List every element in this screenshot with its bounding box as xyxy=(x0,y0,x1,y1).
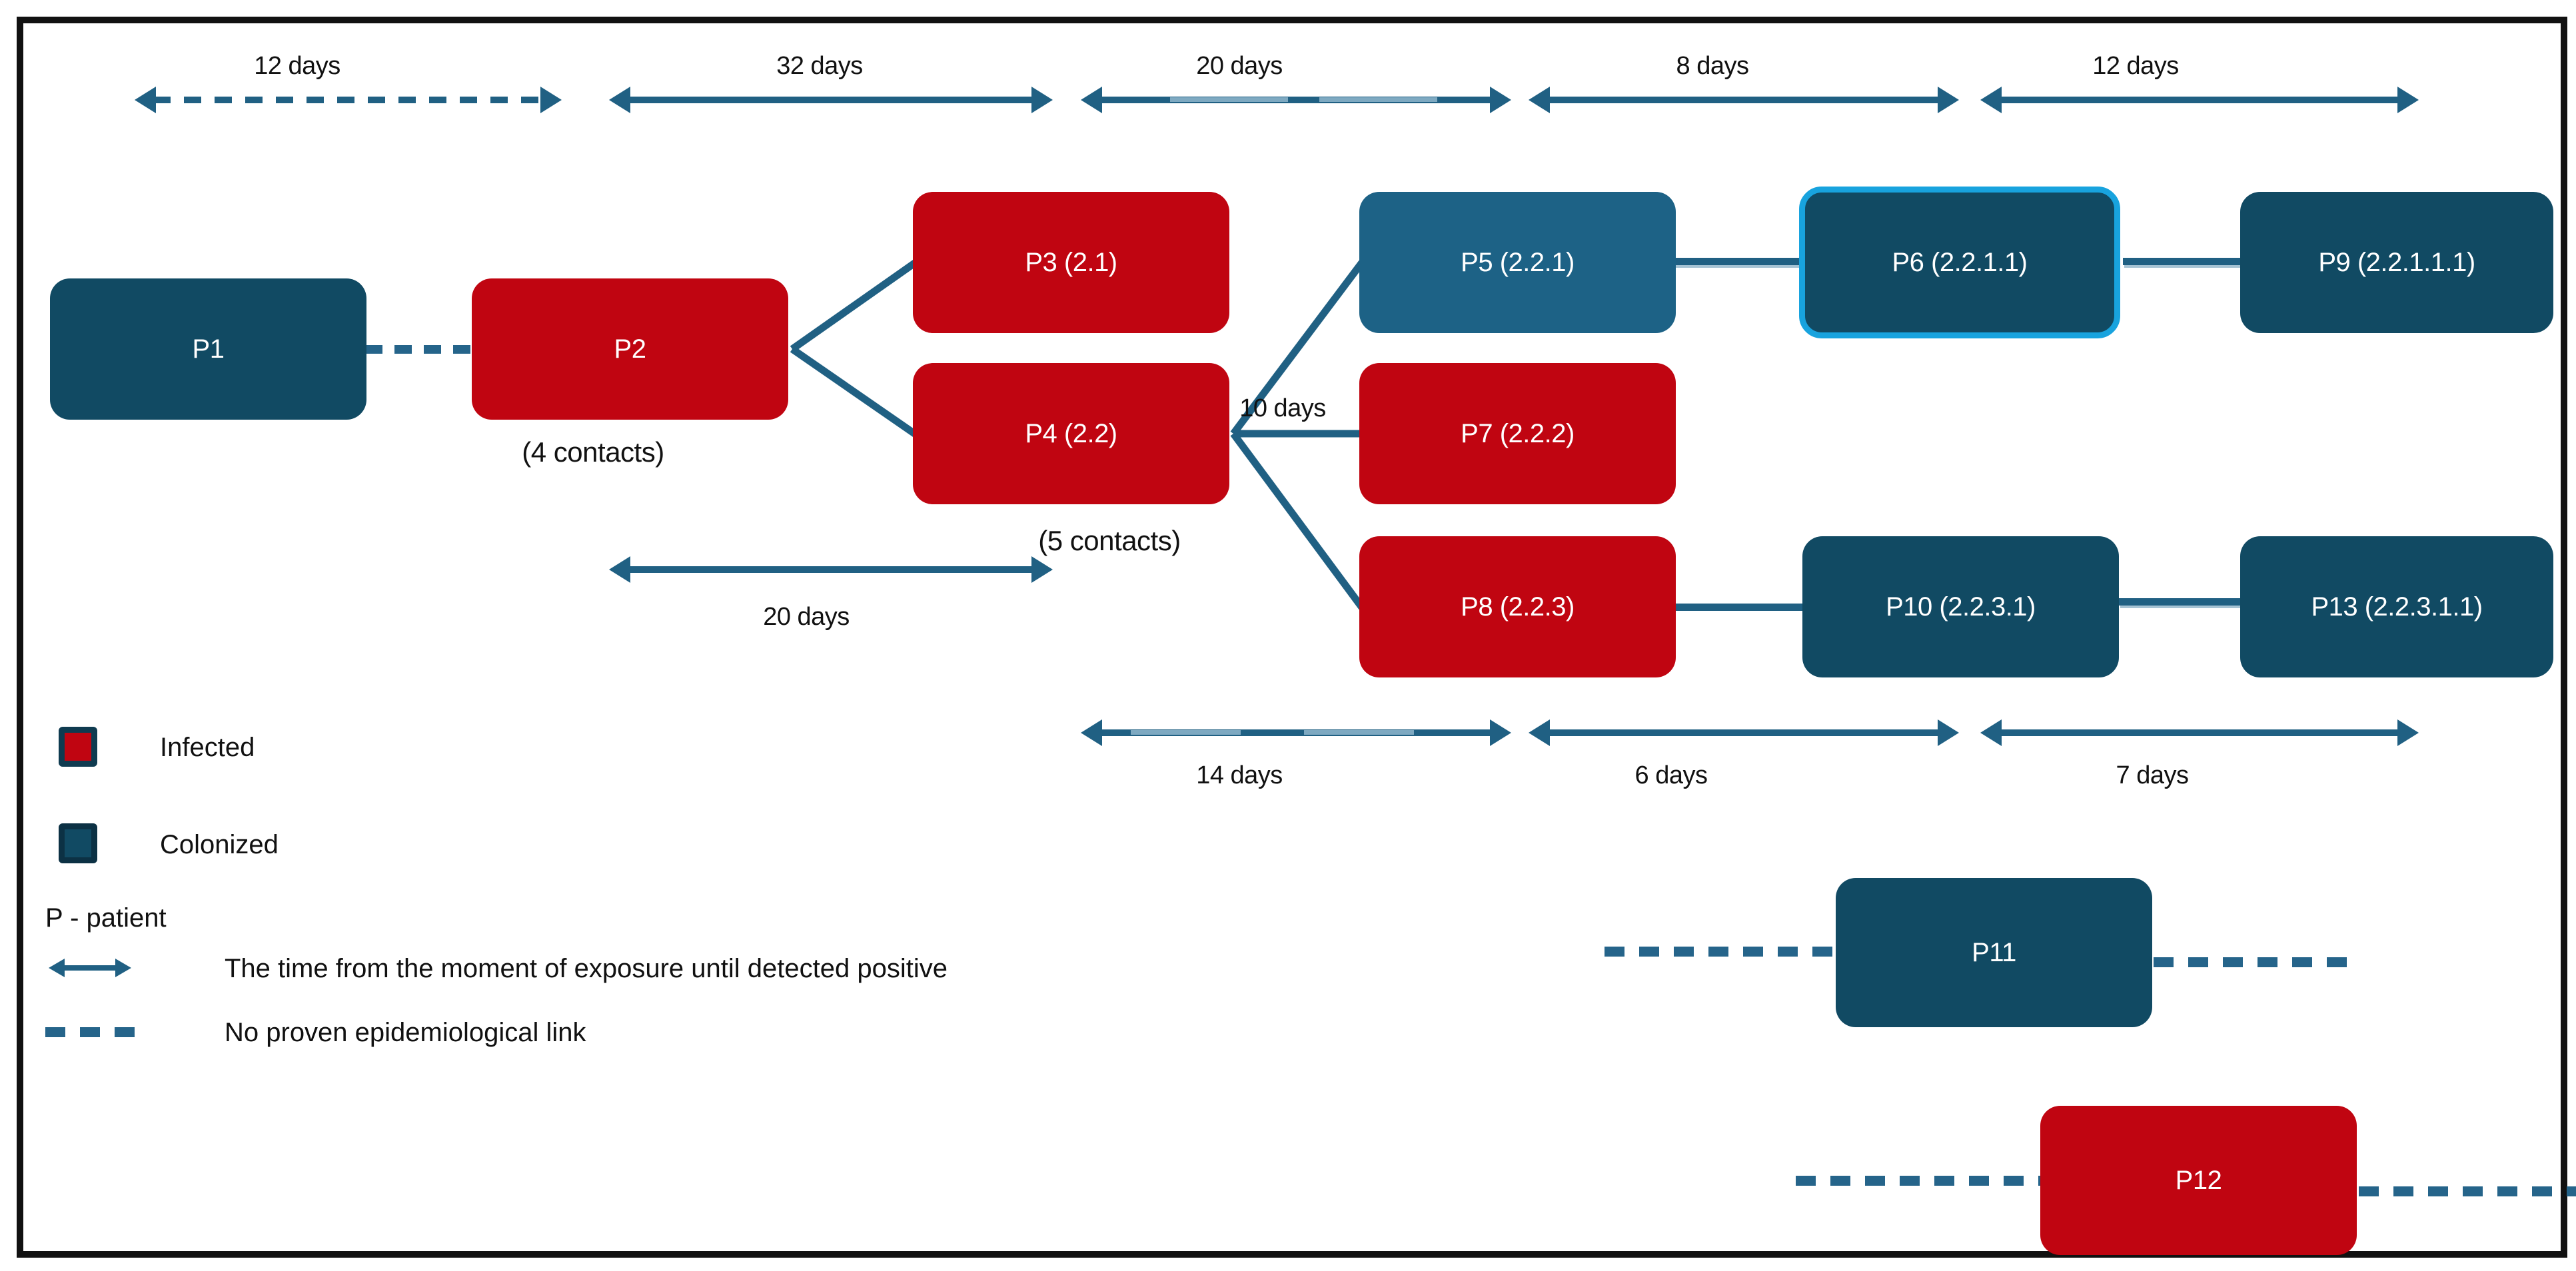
legend-dashed-label: No proven epidemiological link xyxy=(225,1018,586,1047)
patient-label: P6 (2.2.1.1) xyxy=(1892,247,2028,277)
patient-label: P11 xyxy=(1972,937,2016,967)
interval-arrow-bottom-2 xyxy=(1547,729,1940,736)
patient-label: P12 xyxy=(2175,1165,2222,1195)
connector-p11-right-dashed xyxy=(2154,957,2360,967)
patient-box-p11: P11 xyxy=(1836,878,2152,1027)
legend-arrow-icon xyxy=(63,965,117,971)
patient-box-p9: P9 (2.2.1.1.1) xyxy=(2240,192,2553,333)
annotation-p4-contacts: (5 contacts) xyxy=(1038,525,1181,556)
patient-label: P7 (2.2.2) xyxy=(1461,418,1575,448)
legend-patient-note: P - patient xyxy=(45,903,167,933)
patient-box-p5: P5 (2.2.1) xyxy=(1359,192,1676,333)
connector-p12-right-dashed xyxy=(2359,1186,2576,1196)
annotation-p2-contacts: (4 contacts) xyxy=(522,436,664,468)
patient-label: P8 (2.2.3) xyxy=(1461,592,1575,622)
patient-box-p10: P10 (2.2.3.1) xyxy=(1802,536,2119,677)
interval-arrow-top-1 xyxy=(153,97,543,103)
patient-label: P13 (2.2.3.1.1) xyxy=(2311,592,2483,622)
patient-box-p12: P12 xyxy=(2040,1106,2357,1255)
interval-label-top-4: 8 days xyxy=(1676,52,1749,80)
patient-box-p7: P7 (2.2.2) xyxy=(1359,363,1676,504)
interval-arrow-mid xyxy=(628,566,1034,573)
legend-colonized-swatch xyxy=(59,823,97,863)
arrow-light-overlay xyxy=(1131,730,1241,735)
interval-label-top-2: 32 days xyxy=(776,52,863,80)
legend-arrow-label: The time from the moment of exposure unt… xyxy=(225,954,948,983)
connector-p10-p13 xyxy=(2119,598,2242,606)
patient-box-p13: P13 (2.2.3.1.1) xyxy=(2240,536,2553,677)
figure-border xyxy=(17,17,2567,1258)
interval-arrow-top-5 xyxy=(1999,97,2400,103)
arrow-light-overlay xyxy=(1319,97,1438,102)
interval-arrow-top-2 xyxy=(628,97,1034,103)
arrow-light-overlay xyxy=(1170,97,1289,102)
connector-p5-p6 xyxy=(1674,258,1801,265)
interval-label-top-5: 12 days xyxy=(2092,52,2179,80)
legend-infected-swatch xyxy=(59,727,97,767)
patient-box-p2: P2 xyxy=(472,278,788,420)
patient-label: P3 (2.1) xyxy=(1025,247,1117,277)
annotation-10-days: 10 days xyxy=(1239,394,1326,422)
connector-p11-left-dashed xyxy=(1605,947,1836,957)
legend-dashed-icon xyxy=(45,1027,139,1037)
patient-box-p8: P8 (2.2.3) xyxy=(1359,536,1676,677)
interval-arrow-bottom-3 xyxy=(1999,729,2400,736)
patient-box-p3: P3 (2.1) xyxy=(913,192,1229,333)
interval-arrow-bottom-1 xyxy=(1099,729,1493,736)
interval-label-top-3: 20 days xyxy=(1196,52,1283,80)
connector-p1-p2-dashed xyxy=(365,345,472,354)
patient-label: P2 xyxy=(614,334,646,364)
patient-box-p4: P4 (2.2) xyxy=(913,363,1229,504)
connector-p6-p9 xyxy=(2123,258,2242,265)
interval-label-top-1: 12 days xyxy=(254,52,340,80)
patient-label: P10 (2.2.3.1) xyxy=(1886,592,2036,622)
interval-label-bottom-2: 6 days xyxy=(1634,761,1708,789)
arrow-light-overlay xyxy=(1303,730,1414,735)
interval-label-mid: 20 days xyxy=(763,603,850,631)
patient-label: P9 (2.2.1.1.1) xyxy=(2318,247,2475,277)
interval-label-bottom-1: 14 days xyxy=(1196,761,1283,789)
legend-infected-label: Infected xyxy=(160,733,255,762)
patient-label: P5 (2.2.1) xyxy=(1461,247,1575,277)
patient-label: P4 (2.2) xyxy=(1025,418,1117,448)
connector-p8-p10 xyxy=(1676,604,1804,611)
legend-colonized-label: Colonized xyxy=(160,830,279,859)
interval-arrow-top-3 xyxy=(1099,97,1493,103)
patient-box-p1: P1 xyxy=(50,278,366,420)
connector-p12-left-dashed xyxy=(1796,1176,2041,1186)
patient-label: P1 xyxy=(192,334,225,364)
patient-box-p6: P6 (2.2.1.1) xyxy=(1799,187,2120,338)
interval-label-bottom-3: 7 days xyxy=(2116,761,2189,789)
interval-arrow-top-4 xyxy=(1547,97,1940,103)
